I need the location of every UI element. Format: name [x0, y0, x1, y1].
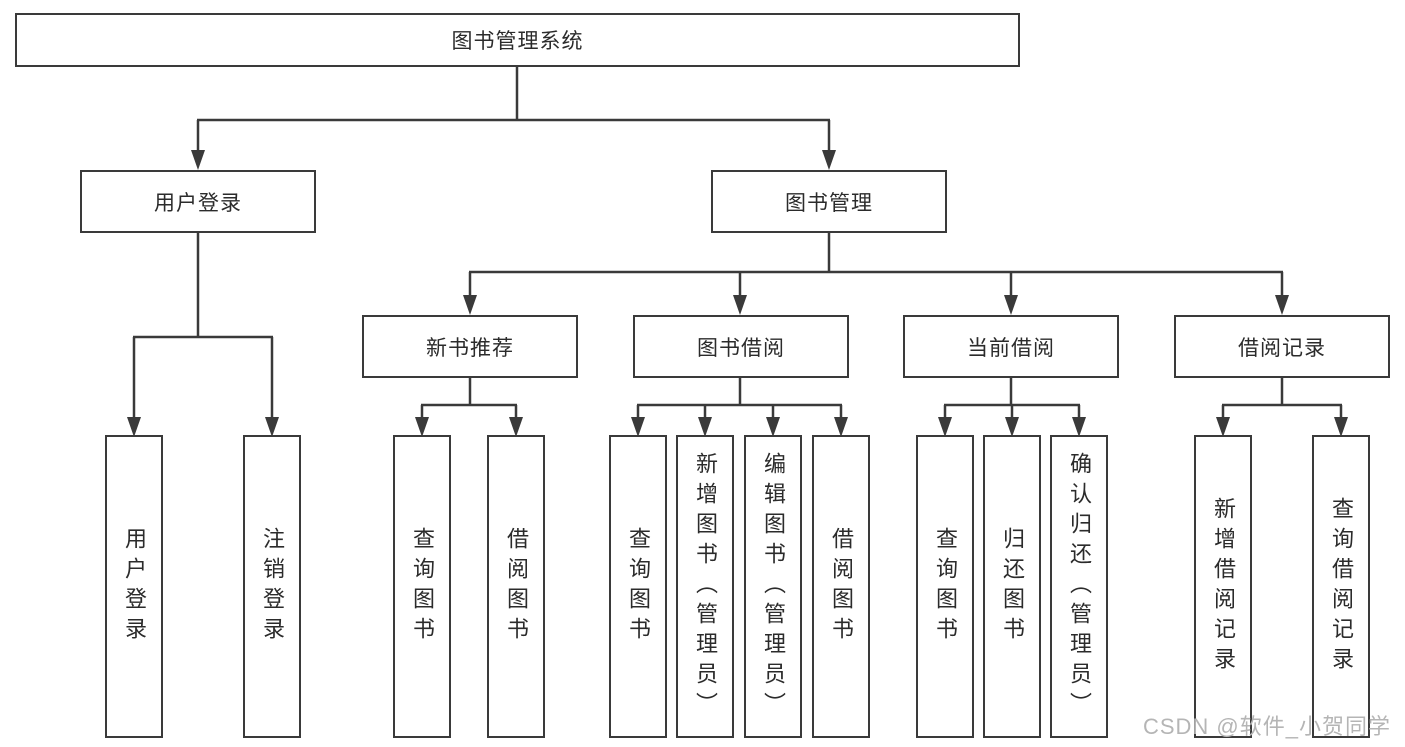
leaf-query-books-current: 查询图书 — [916, 435, 974, 738]
node-borrowing-records: 借阅记录 — [1174, 315, 1390, 378]
leaf-query-borrow-record: 查询借阅记录 — [1312, 435, 1370, 738]
leaf-edit-book-admin: 编辑图书（管理员） — [744, 435, 802, 738]
leaf-label: 借阅图书 — [504, 526, 529, 647]
node-label: 借阅记录 — [1238, 336, 1326, 360]
node-label: 用户登录 — [154, 191, 242, 215]
leaf-borrow-books-recommend: 借阅图书 — [487, 435, 545, 738]
node-new-book-recommend: 新书推荐 — [362, 315, 578, 378]
csdn-watermark: CSDN @软件_小贺同学 — [1142, 714, 1391, 739]
leaf-label: 查询借阅记录 — [1329, 496, 1354, 677]
node-label: 图书管理系统 — [451, 30, 584, 53]
leaf-label: 借阅图书 — [829, 526, 854, 647]
node-current-borrowing: 当前借阅 — [903, 315, 1119, 378]
node-book-borrowing: 图书借阅 — [633, 315, 849, 378]
leaf-add-borrow-record: 新增借阅记录 — [1194, 435, 1252, 738]
leaf-label: 用户登录 — [122, 526, 147, 647]
leaf-label: 归还图书 — [1000, 526, 1025, 647]
leaf-query-books-borrowing: 查询图书 — [609, 435, 667, 738]
node-label: 图书借阅 — [697, 336, 785, 360]
leaf-return-book: 归还图书 — [983, 435, 1041, 738]
leaf-borrow-books: 借阅图书 — [812, 435, 870, 738]
node-label: 当前借阅 — [967, 336, 1055, 360]
node-user-login-module: 用户登录 — [80, 170, 316, 233]
leaf-label: 编辑图书（管理员） — [761, 451, 786, 722]
leaf-user-login: 用户登录 — [105, 435, 163, 738]
leaf-confirm-return-admin: 确认归还（管理员） — [1050, 435, 1108, 738]
leaf-label: 查询图书 — [410, 526, 435, 647]
leaf-label: 新增图书（管理员） — [693, 451, 718, 722]
node-label: 新书推荐 — [426, 336, 514, 360]
leaf-add-book-admin: 新增图书（管理员） — [676, 435, 734, 738]
leaf-label: 查询图书 — [626, 526, 651, 647]
leaf-label: 新增借阅记录 — [1211, 496, 1236, 677]
leaf-label: 确认归还（管理员） — [1067, 451, 1092, 722]
node-root-system: 图书管理系统 — [15, 13, 1020, 67]
leaf-query-books-recommend: 查询图书 — [393, 435, 451, 738]
leaf-logout: 注销登录 — [243, 435, 301, 738]
leaf-label: 注销登录 — [260, 526, 285, 647]
node-book-management-module: 图书管理 — [711, 170, 947, 233]
node-label: 图书管理 — [785, 191, 873, 215]
leaf-label: 查询图书 — [933, 526, 958, 647]
